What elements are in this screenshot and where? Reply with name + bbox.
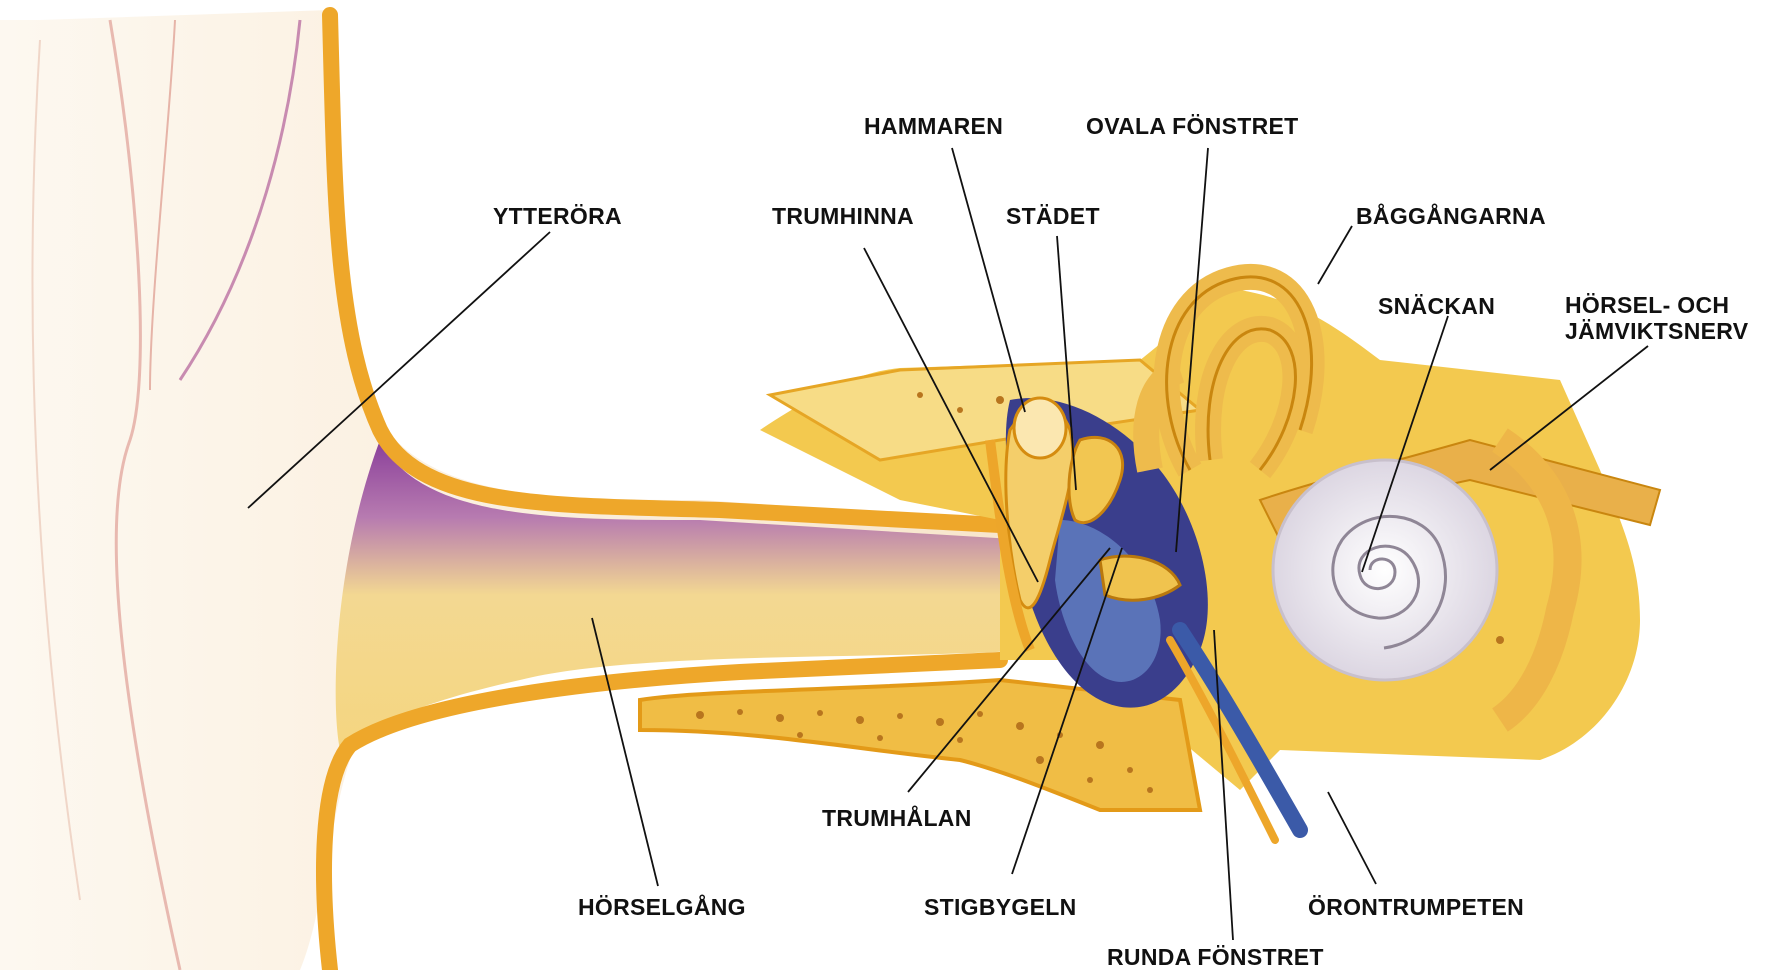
label-horselgang: HÖRSELGÅNG (578, 894, 746, 920)
hammer-head (1014, 398, 1066, 458)
label-orontrumpeten: ÖRONTRUMPETEN (1308, 894, 1524, 920)
label-horsel-line2: JÄMVIKTSNERV (1565, 318, 1748, 344)
label-trumhalan: TRUMHÅLAN (822, 805, 972, 831)
label-trumhinna: TRUMHINNA (772, 203, 914, 229)
label-stadet: STÄDET (1006, 203, 1100, 229)
label-ovala-fonstret: OVALA FÖNSTRET (1086, 113, 1298, 139)
label-snackan: SNÄCKAN (1378, 293, 1495, 319)
label-baggangarna: BÅGGÅNGARNA (1356, 203, 1546, 229)
label-runda-fonstret: RUNDA FÖNSTRET (1107, 944, 1324, 970)
label-horsel-och-jamviktsnerv: HÖRSEL- OCH JÄMVIKTSNERV (1565, 292, 1748, 344)
label-ytterora: YTTERÖRA (493, 203, 622, 229)
label-horsel-line1: HÖRSEL- OCH (1565, 292, 1748, 318)
label-stigbygeln: STIGBYGELN (924, 894, 1077, 920)
label-hammaren: HAMMAREN (864, 113, 1003, 139)
